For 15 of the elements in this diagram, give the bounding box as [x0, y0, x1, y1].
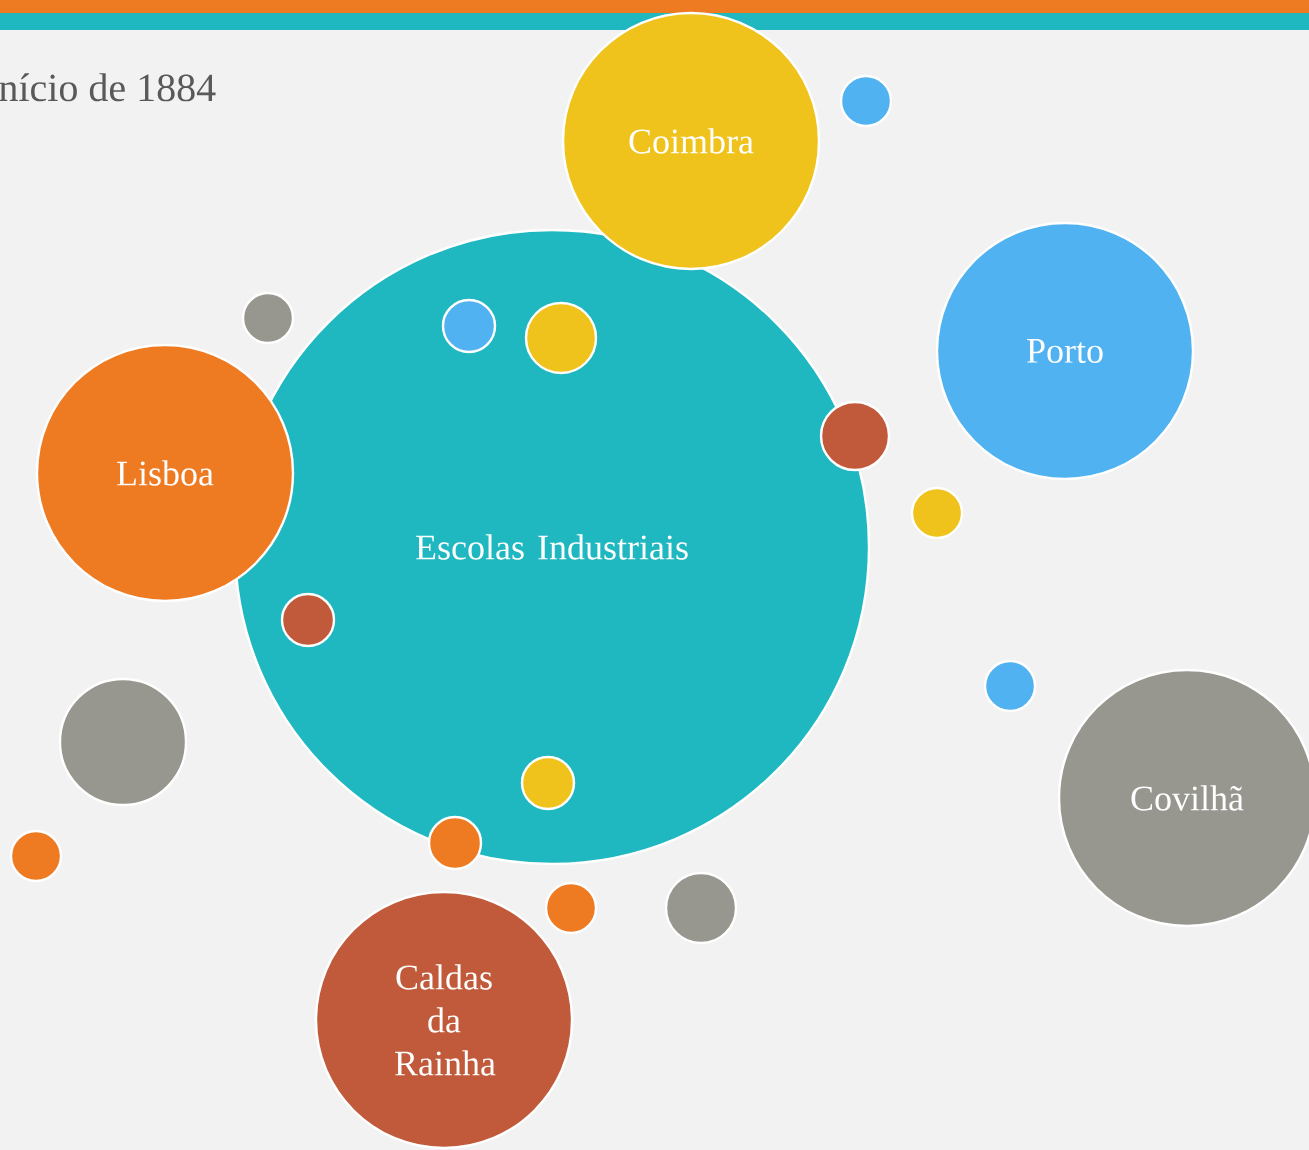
dot-circle [524, 301, 598, 375]
dot-circle [839, 74, 893, 128]
dot-circle [280, 592, 336, 648]
dot-circle [441, 298, 497, 354]
dot-circle [664, 871, 738, 945]
dot-circle [819, 400, 891, 472]
dot-circle [544, 881, 598, 935]
title: nício de 1884 [0, 73, 216, 102]
dot-circle [241, 291, 295, 345]
empty-circle [58, 677, 188, 807]
dot-circle [520, 755, 576, 811]
dot-circle [9, 829, 63, 883]
dot-circle [910, 486, 964, 540]
dot-circle [983, 659, 1037, 713]
dot-circle [427, 815, 483, 871]
